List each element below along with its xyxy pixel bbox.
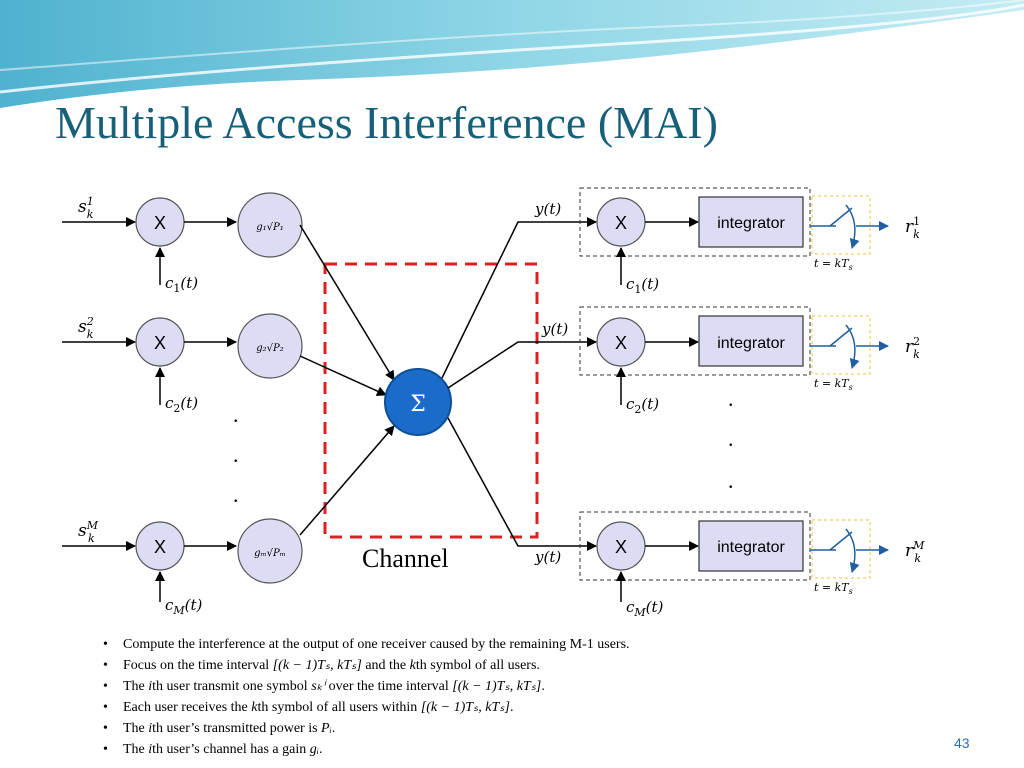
- received-signal-label: y(t): [541, 320, 568, 338]
- spreading-code-label: c1(t): [165, 274, 198, 295]
- channel-output-lines: [441, 217, 597, 551]
- gain-label: gₘ√Pₘ: [254, 548, 286, 559]
- sampling-time-label: t = kTs: [814, 257, 853, 272]
- spreading-code-label: cM(t): [165, 596, 203, 617]
- svg-text:.: .: [233, 442, 239, 467]
- receiver-box: [579, 187, 811, 257]
- received-signal-label: y(t): [534, 548, 561, 566]
- despreading-code-label: c2(t): [626, 395, 659, 416]
- bullet-item: The ith user’s channel has a gain gᵢ.: [103, 739, 630, 760]
- svg-text:.: .: [233, 402, 239, 427]
- sampler-box: [811, 519, 871, 579]
- svg-text:X: X: [615, 333, 627, 353]
- multiplier-symbol: X: [154, 213, 166, 233]
- header-wave-decoration: [0, 0, 1024, 108]
- receiver-ellipsis: . . .: [728, 386, 734, 493]
- slide-title: Multiple Access Interference (MAI): [55, 97, 718, 148]
- svg-text:.: .: [728, 426, 734, 451]
- gain-label: g₁√P₁: [256, 222, 284, 233]
- sampling-time-label: t = kTs: [814, 581, 853, 596]
- sampler-box: [811, 315, 871, 375]
- integrator-block: [698, 315, 804, 367]
- bullet-item: Focus on the time interval [(k − 1)Tₛ, k…: [103, 655, 630, 676]
- gain-node: [237, 192, 303, 258]
- transmitter-ellipsis: . . .: [233, 402, 239, 507]
- bullet-item: The ith user’s transmitted power is Pᵢ.: [103, 718, 630, 739]
- channel-box: [323, 262, 539, 539]
- svg-text:.: .: [728, 386, 734, 411]
- svg-text:integrator: integrator: [717, 215, 785, 232]
- spreading-code-label: c2(t): [165, 394, 198, 415]
- receiver-box: [579, 306, 811, 376]
- gain-node: [237, 313, 303, 379]
- bullet-item: Each user receives the kth symbol of all…: [103, 697, 630, 718]
- gain-label: g₂√P₂: [256, 343, 284, 354]
- channel-label: Channel: [362, 544, 449, 573]
- svg-text:X: X: [615, 213, 627, 233]
- bullet-item: Compute the interference at the output o…: [103, 634, 630, 655]
- svg-text:.: .: [728, 468, 734, 493]
- despreading-code-label: cM(t): [626, 598, 664, 619]
- received-signal-label: y(t): [534, 200, 561, 218]
- svg-text:.: .: [233, 482, 239, 507]
- svg-text:integrator: integrator: [717, 539, 785, 556]
- integrator-block: [698, 196, 804, 248]
- sampling-time-label: t = kTs: [814, 377, 853, 392]
- receiver-box: [579, 511, 811, 581]
- bullet-list: Compute the interference at the output o…: [103, 634, 630, 760]
- svg-text:integrator: integrator: [717, 335, 785, 352]
- multiplier-symbol: X: [154, 333, 166, 353]
- gain-node: [237, 518, 303, 584]
- sampler-box: [811, 195, 871, 255]
- summer-node: [384, 368, 452, 436]
- page-number: 43: [954, 735, 970, 751]
- summer-symbol: Σ: [410, 392, 426, 417]
- svg-text:X: X: [615, 537, 627, 557]
- integrator-block: [698, 520, 804, 572]
- bullet-item: The ith user transmit one symbol sₖⁱ ove…: [103, 676, 630, 697]
- multiplier-symbol: X: [154, 537, 166, 557]
- despreading-code-label: c1(t): [626, 275, 659, 296]
